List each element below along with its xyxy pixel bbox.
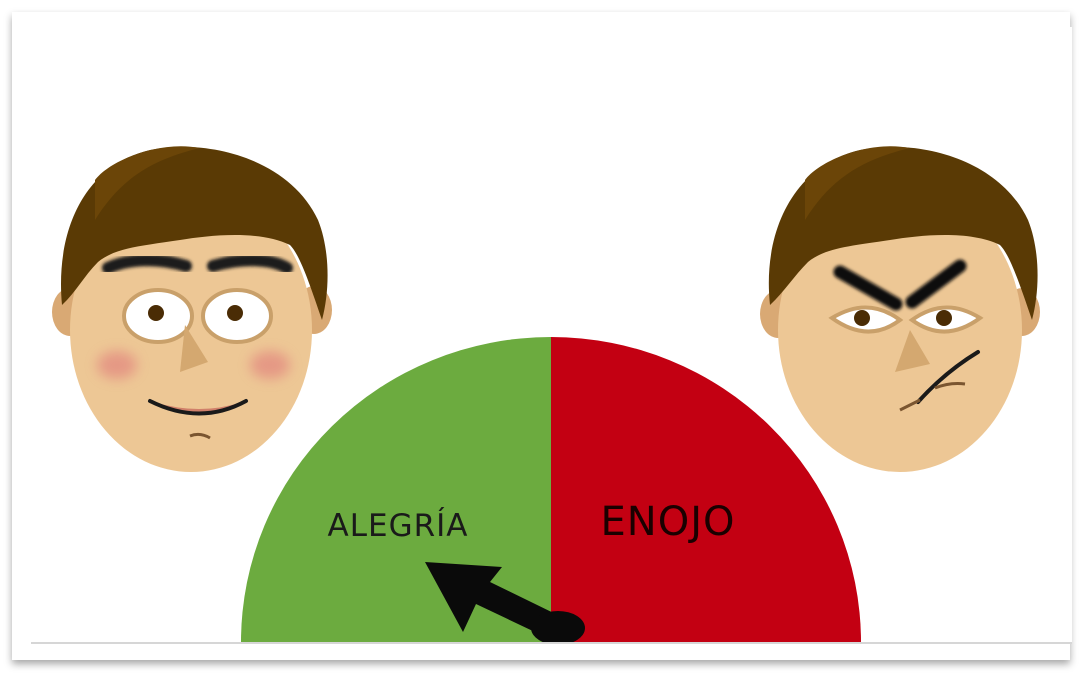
gauge-right-label: ENOJO <box>601 499 736 545</box>
gauge-right-segment <box>551 337 861 642</box>
gauge-left-label: ALEGRÍA <box>328 508 469 544</box>
happy-face-icon <box>52 146 332 472</box>
gauge-needle <box>425 562 585 642</box>
needle-hub <box>531 611 585 642</box>
angry-face-icon <box>760 146 1040 472</box>
emotion-gauge: ALEGRÍA ENOJO <box>241 337 861 642</box>
